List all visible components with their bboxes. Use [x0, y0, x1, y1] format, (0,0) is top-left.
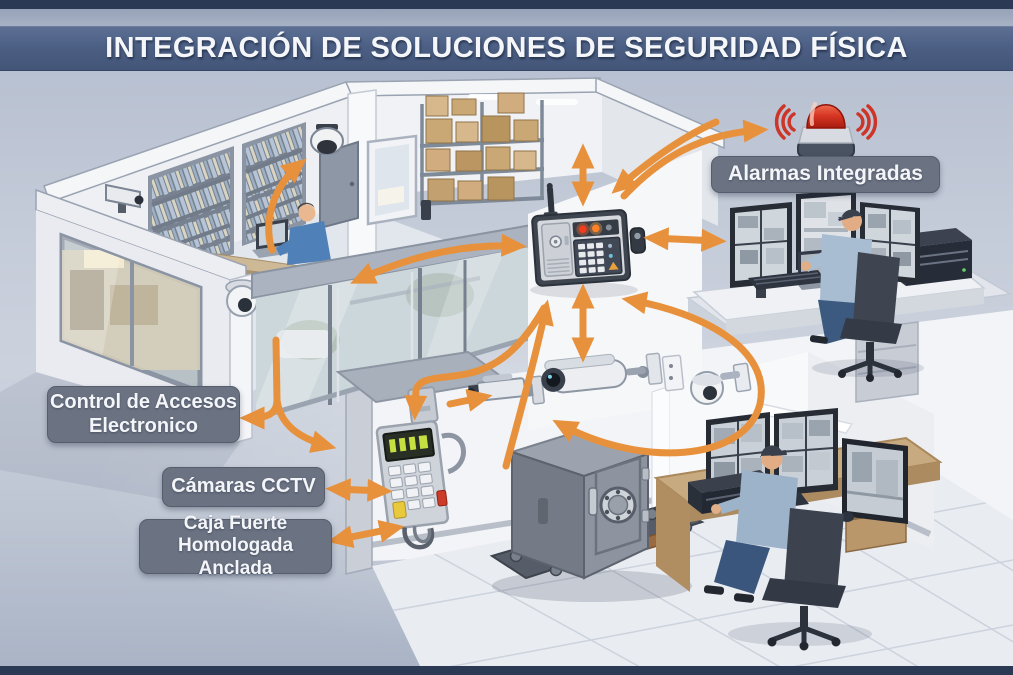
connection-arrows [239, 118, 769, 549]
alarm-control-panel [530, 182, 647, 298]
label-text: Alarmas Integradas [728, 162, 923, 186]
panel-antenna [546, 185, 555, 220]
keypad-cable [402, 527, 435, 550]
wall-dome-camera [690, 362, 752, 405]
exterior-box-camera [105, 183, 144, 213]
arrow-loop-cameras-panel [552, 291, 765, 457]
label-text: Homologada Anclada [177, 535, 294, 579]
combination-dial [599, 486, 637, 524]
cctv-monitor [774, 408, 838, 496]
arrow-reader-to-keypad [273, 396, 337, 453]
arrow-safe-label [327, 519, 405, 549]
panel-door [540, 222, 574, 278]
warning-triangle-icon [608, 261, 619, 271]
clerk-person [276, 202, 331, 265]
siren-sound-waves [774, 104, 878, 140]
arrow-cctv-label [325, 478, 393, 502]
warehouse-shelves [419, 92, 545, 206]
door-card-reader [421, 200, 431, 220]
top-frame-bar [0, 0, 1013, 9]
arrow-desk-to-camera [265, 158, 307, 254]
backroom-door [366, 134, 418, 226]
label-text: Control de Accesos [49, 390, 238, 413]
label-text: Cámaras CCTV [171, 475, 316, 498]
arrow-keypad-to-panel [502, 299, 554, 470]
cctv-monitor [860, 202, 920, 284]
cctv-monitor [842, 438, 908, 524]
safe-handle [588, 487, 598, 516]
retail-dome-camera [310, 124, 344, 155]
arrow-keypad-to-camera [446, 389, 493, 412]
anchored-safe [489, 430, 705, 602]
label-text: Caja Fuerte [183, 512, 288, 534]
safe-door [594, 456, 642, 556]
page-title: INTEGRACIÓN DE SOLUCIONES DE SEGURIDAD F… [0, 26, 1013, 71]
wall-outlet [661, 354, 685, 392]
label-camaras-cctv: Cámaras CCTV [162, 467, 325, 507]
bottom-frame-bar [0, 666, 1013, 675]
operator-person [703, 445, 872, 651]
arrow-panel-to-keypad [404, 304, 548, 421]
red-alarm-button [436, 489, 448, 507]
operator-person [801, 209, 924, 382]
cctv-monitoring-station-lower [653, 408, 943, 651]
access-keypad-panel [375, 386, 466, 550]
cardboard-boxes [425, 92, 539, 202]
arrow-siren-to-panel [611, 118, 720, 194]
panel-key-fob [629, 227, 647, 254]
yellow-key-button [392, 500, 407, 519]
shop-building [35, 76, 725, 445]
label-caja-fuerte: Caja Fuerte Homologada Anclada [139, 513, 332, 579]
label-control-accesos: Control de Accesos Electronico [47, 386, 240, 443]
retail-shelves [148, 122, 306, 284]
arrow-panel-station [643, 227, 727, 252]
siren-dome [806, 104, 846, 129]
cctv-monitor [730, 202, 792, 298]
arrow-store-panel [350, 233, 527, 284]
office-chair [853, 252, 900, 332]
office-chair [784, 508, 844, 594]
interior-door [319, 140, 359, 230]
label-text: Electronico [89, 414, 198, 437]
label-alarmas-integradas: Alarmas Integradas [711, 156, 940, 193]
